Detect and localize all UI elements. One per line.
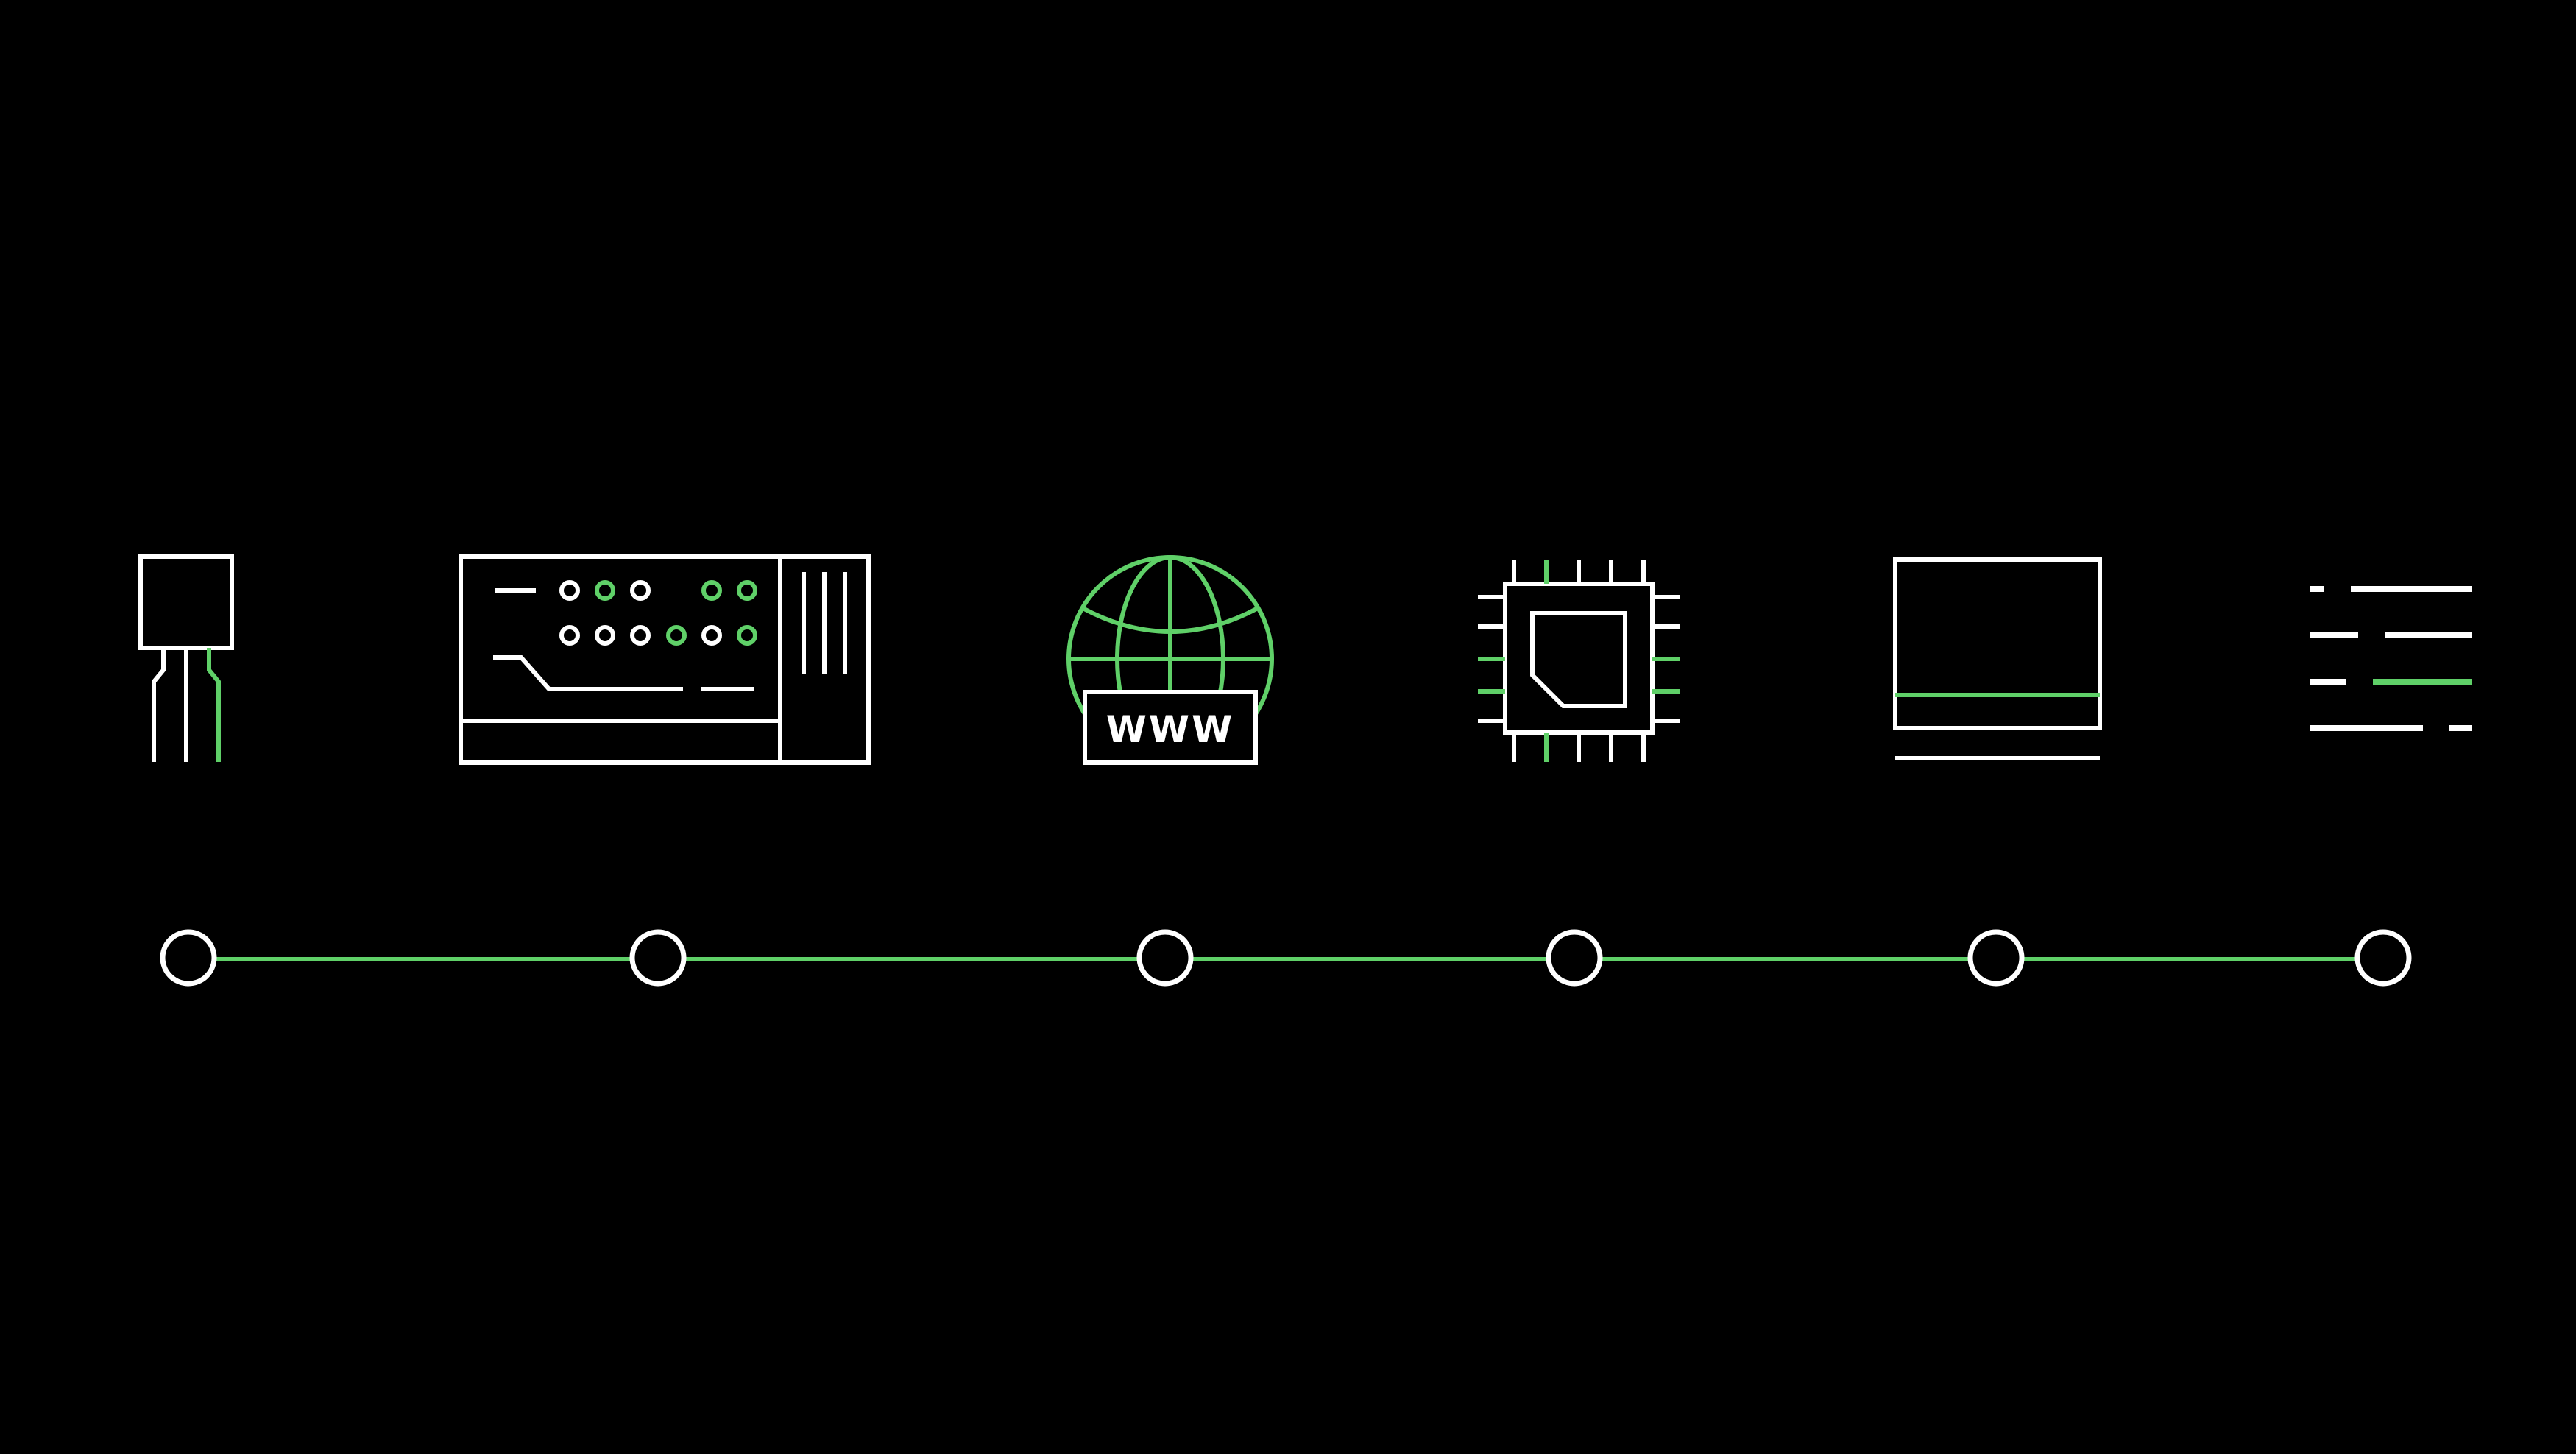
server-panel-icon — [458, 554, 871, 766]
transistor-icon — [136, 552, 239, 766]
timeline-node-1 — [160, 929, 217, 987]
timeline-node-2 — [629, 929, 687, 987]
code-lines-icon — [2308, 583, 2477, 738]
microchip-icon — [1476, 556, 1682, 766]
timeline-node-3 — [1136, 929, 1194, 987]
timeline-node-6 — [2354, 929, 2412, 987]
globe-www-icon: WWW — [1064, 552, 1277, 767]
laptop-icon — [1892, 557, 2105, 763]
timeline-node-4 — [1546, 929, 1603, 987]
timeline-node-5 — [1967, 929, 2025, 987]
www-label: WWW — [1106, 708, 1234, 751]
timeline — [160, 929, 2412, 987]
